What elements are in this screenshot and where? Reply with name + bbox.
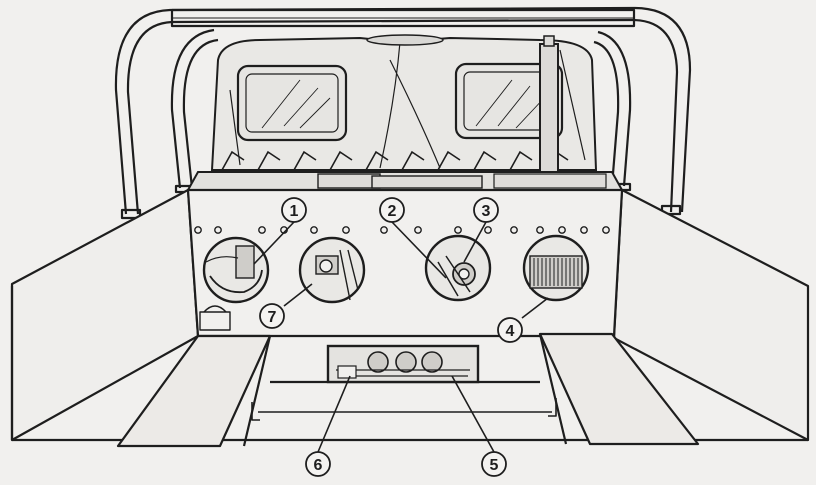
bulkhead-top-strip [186, 171, 624, 191]
leader-line-2 [391, 221, 447, 279]
roll-bar-frame [114, 6, 692, 220]
callout-bubble-7: 7 [259, 303, 285, 329]
callout-label-6: 6 [314, 457, 323, 474]
bolt-hole [580, 226, 588, 234]
canvas-curtain [210, 34, 598, 171]
bolt-hole [602, 226, 610, 234]
bolt-hole [342, 226, 350, 234]
bolt-hole [484, 226, 492, 234]
callout-label-5: 5 [490, 457, 499, 474]
callout-label-2: 2 [388, 203, 397, 220]
callout-bubble-6: 6 [305, 451, 331, 477]
callout-label-1: 1 [290, 203, 299, 220]
floor-access-opening [326, 344, 480, 384]
bolt-hole [536, 226, 544, 234]
leader-line-6 [317, 375, 351, 453]
callout-label-7: 7 [268, 309, 277, 326]
leader-line-4 [521, 297, 549, 319]
callout-bubble-4: 4 [497, 317, 523, 343]
callout-label-4: 4 [506, 323, 515, 340]
rear-window-left [236, 64, 348, 142]
bolt-hole [194, 226, 202, 234]
callout-bubble-2: 2 [379, 197, 405, 223]
bolt-hole [310, 226, 318, 234]
access-port-2-3 [424, 234, 492, 302]
bolt-hole [510, 226, 518, 234]
rear-window-right [454, 62, 564, 140]
callout-bubble-1: 1 [281, 197, 307, 223]
leader-line-3 [463, 221, 487, 263]
bolt-hole [214, 226, 222, 234]
leader-line-5 [451, 375, 495, 453]
access-port-4 [522, 234, 590, 302]
access-port-7 [298, 236, 366, 304]
bolt-hole [414, 226, 422, 234]
callout-bubble-3: 3 [473, 197, 499, 223]
leader-line-7 [283, 283, 313, 307]
callout-leader-lines [253, 221, 549, 453]
bulkhead-bolt-holes [194, 226, 610, 234]
bolt-hole [258, 226, 266, 234]
access-port-1 [202, 236, 270, 304]
callout-bubble-5: 5 [481, 451, 507, 477]
bolt-hole [558, 226, 566, 234]
callout-label-3: 3 [482, 203, 491, 220]
leader-line-1 [253, 221, 295, 265]
bolt-hole [380, 226, 388, 234]
vertical-pipe [539, 35, 559, 185]
bolt-hole [454, 226, 462, 234]
